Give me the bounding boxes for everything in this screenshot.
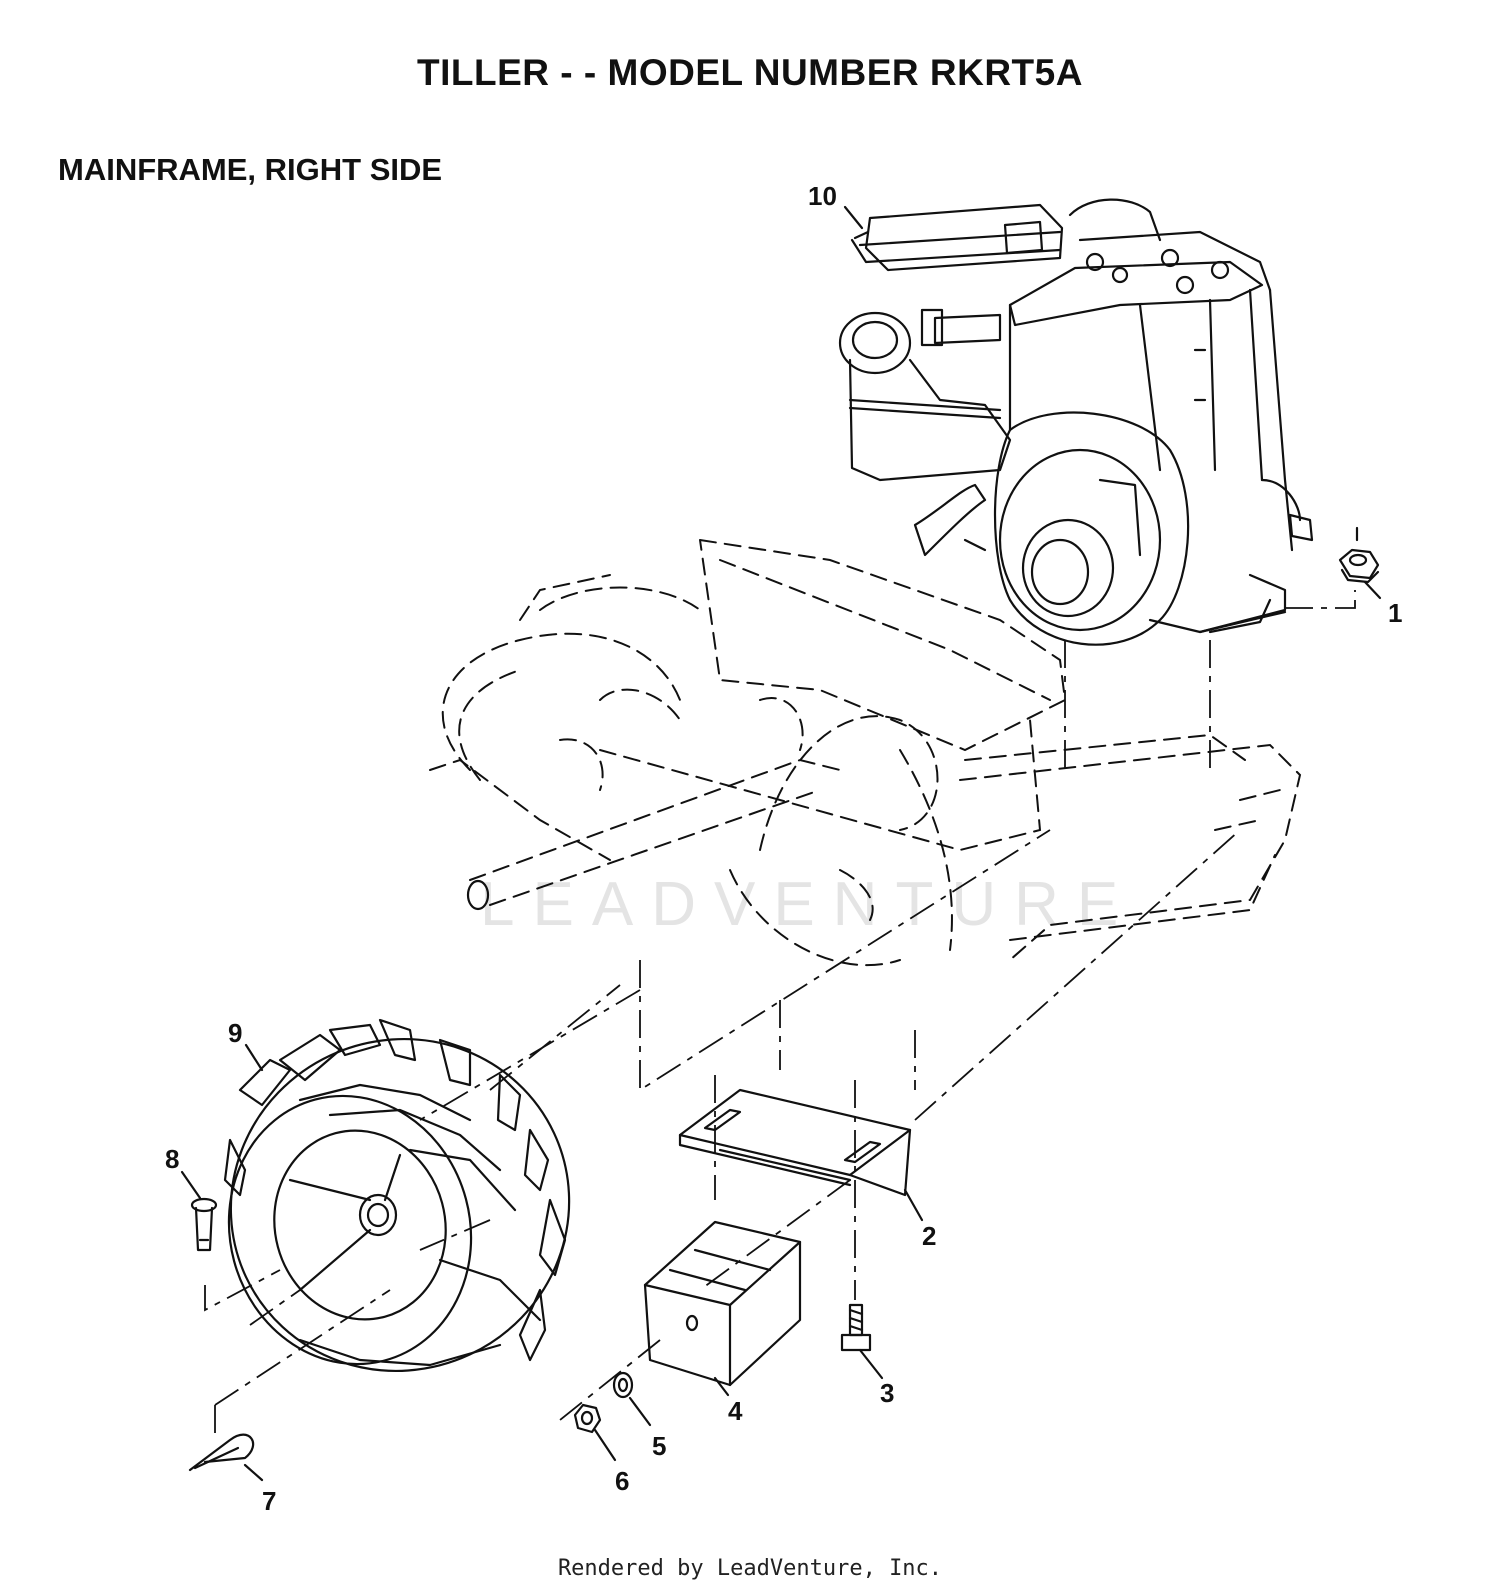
watermark: LEADVENTURE (480, 870, 1136, 939)
callout-8[interactable]: 8 (165, 1144, 179, 1174)
callout-7[interactable]: 7 (262, 1486, 276, 1516)
wheel-part[interactable] (176, 984, 624, 1427)
hex-nut-part[interactable] (573, 1403, 602, 1434)
page-title: TILLER - - MODEL NUMBER RKRT5A (417, 52, 1083, 93)
hairpin-clip-part[interactable] (188, 1433, 255, 1472)
callout-10[interactable]: 10 (808, 181, 837, 211)
section-title: MAINFRAME, RIGHT SIDE (58, 152, 443, 187)
callout-5[interactable]: 5 (652, 1431, 666, 1461)
leader-lines (180, 205, 1382, 1482)
clevis-pin-part[interactable] (190, 1197, 218, 1252)
mainframe-hidden (429, 539, 1302, 967)
lock-washer-part[interactable] (612, 1371, 634, 1399)
callout-6[interactable]: 6 (615, 1466, 629, 1496)
callout-3[interactable]: 3 (880, 1378, 894, 1408)
weight-part[interactable] (643, 1220, 802, 1387)
callout-9[interactable]: 9 (228, 1018, 242, 1048)
callouts: 1 2 3 4 5 6 7 8 9 10 (165, 181, 1402, 1516)
nut-part[interactable] (1338, 548, 1380, 584)
callout-2[interactable]: 2 (922, 1221, 936, 1251)
bracket-part[interactable] (678, 1088, 912, 1197)
assembly-lines (204, 590, 1356, 1435)
footer-credit: Rendered by LeadVenture, Inc. (557, 1556, 943, 1581)
engine-part[interactable] (838, 198, 1314, 646)
bolt-part[interactable] (840, 1303, 872, 1352)
callout-1[interactable]: 1 (1388, 598, 1402, 628)
callout-4[interactable]: 4 (728, 1396, 743, 1426)
